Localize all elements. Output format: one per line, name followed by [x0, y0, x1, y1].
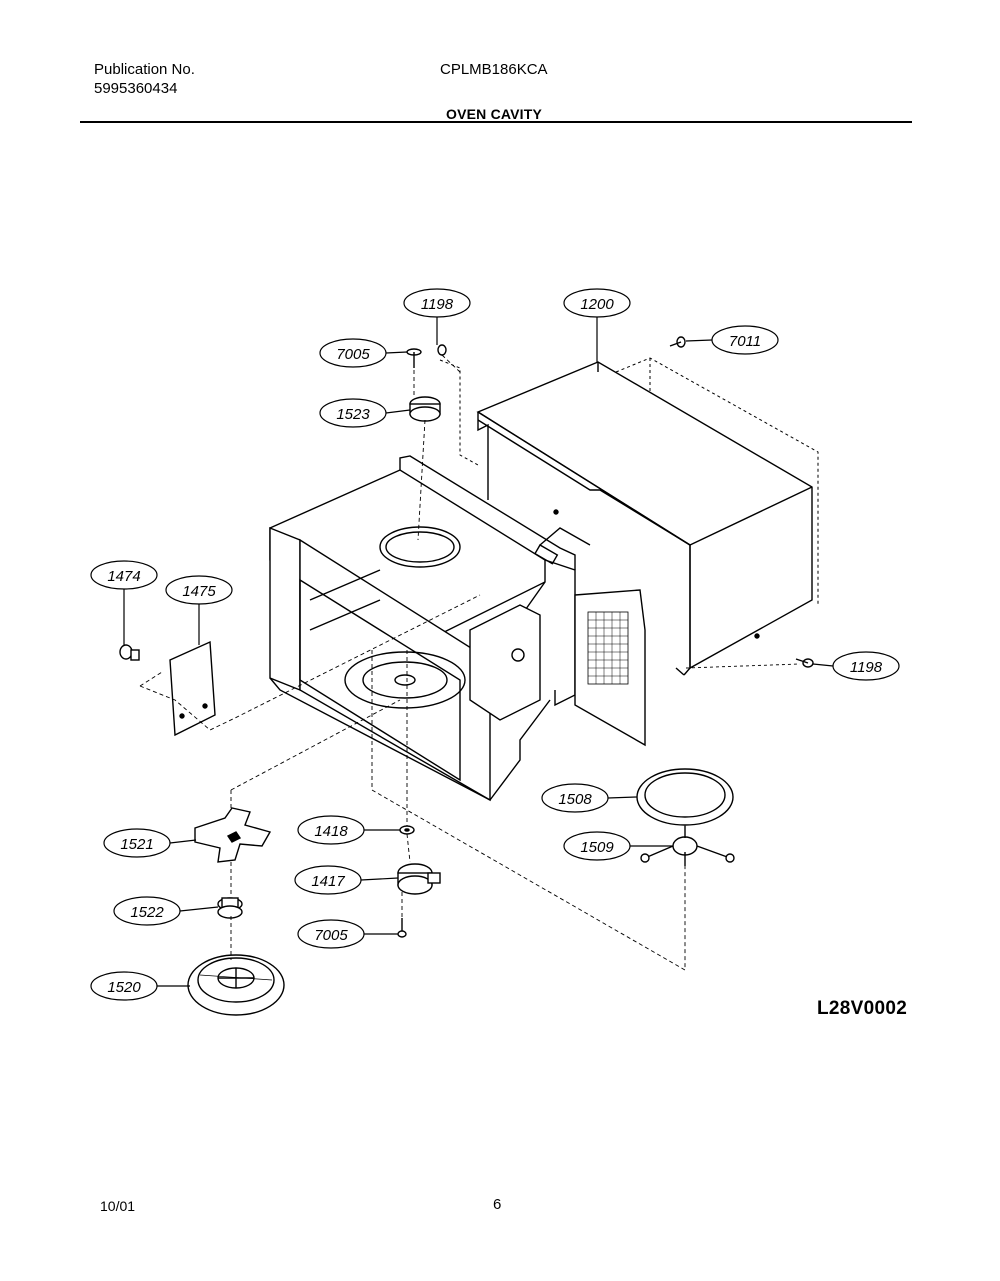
callout-label: 1520 — [107, 979, 141, 996]
callout-1521: 1521 — [103, 828, 197, 858]
screw-7005-bottom — [397, 918, 407, 938]
header-rule — [80, 121, 912, 123]
callouts: 1198 1200 7011 7005 1523 1474 — [90, 288, 900, 1001]
callout-label: 1474 — [107, 568, 140, 585]
screw-7011 — [669, 336, 686, 348]
callout-label: 1521 — [120, 836, 153, 853]
callout-label: 1475 — [182, 583, 216, 600]
diagram-code: L28V0002 — [817, 998, 908, 1019]
screw-1198-bottom — [795, 658, 814, 668]
footer-date: 10/01 — [100, 1198, 136, 1214]
callout-label: 1523 — [336, 406, 370, 423]
callout-label: 1198 — [421, 296, 454, 313]
assembly-lines — [139, 354, 801, 971]
part-1509-roller-support — [640, 826, 735, 866]
callout-1198-bottom: 1198 — [812, 651, 900, 681]
callout-1475: 1475 — [165, 575, 233, 645]
callout-1198-top: 1198 — [403, 288, 471, 345]
callout-1417: 1417 — [294, 865, 399, 895]
diagram-artwork — [119, 336, 819, 1016]
part-1523-stirrer-motor — [409, 396, 441, 422]
callout-label: 1522 — [130, 904, 164, 921]
callout-7011: 7011 — [685, 325, 779, 355]
callout-7005-bottom: 7005 — [297, 919, 398, 949]
callout-label: 1418 — [314, 823, 348, 840]
callout-1509: 1509 — [563, 831, 673, 861]
part-1508-glass-tray — [636, 768, 734, 826]
page-number: 6 — [493, 1196, 502, 1213]
callout-label: 1198 — [850, 659, 883, 676]
screw-7005-top — [406, 348, 422, 368]
callout-label: 7005 — [336, 346, 370, 363]
cabinet-ghost-lines — [439, 357, 819, 605]
oven-cavity — [269, 455, 646, 802]
screw-1198-top — [437, 344, 447, 356]
callout-1418: 1418 — [297, 815, 400, 845]
callout-1523: 1523 — [319, 398, 411, 428]
section-title: OVEN CAVITY — [446, 106, 543, 122]
callout-label: 7005 — [314, 927, 348, 944]
part-1520-turntable-base — [187, 954, 285, 1016]
part-1521-coupler — [194, 807, 272, 863]
callout-label: 1200 — [580, 296, 614, 313]
callout-label: 7011 — [729, 333, 761, 350]
callout-1474: 1474 — [90, 560, 158, 645]
callout-label: 1417 — [311, 873, 345, 890]
callout-label: 1509 — [580, 839, 614, 856]
callout-1200: 1200 — [563, 288, 631, 362]
publication-number: 5995360434 — [94, 80, 178, 97]
callout-1522: 1522 — [113, 896, 219, 926]
callout-label: 1508 — [558, 791, 592, 808]
outer-cabinet — [476, 361, 813, 676]
part-1475-plate — [169, 640, 216, 737]
model-number: CPLMB186KCA — [440, 61, 548, 78]
publication-label: Publication No. — [94, 61, 195, 78]
callout-7005-top: 7005 — [319, 338, 408, 368]
part-1418-washer — [399, 825, 415, 835]
part-1417-turntable-motor — [397, 863, 441, 895]
callout-1520: 1520 — [90, 971, 190, 1001]
callout-1508: 1508 — [541, 783, 638, 813]
part-1522 — [217, 897, 243, 919]
part-1474 — [119, 644, 140, 661]
